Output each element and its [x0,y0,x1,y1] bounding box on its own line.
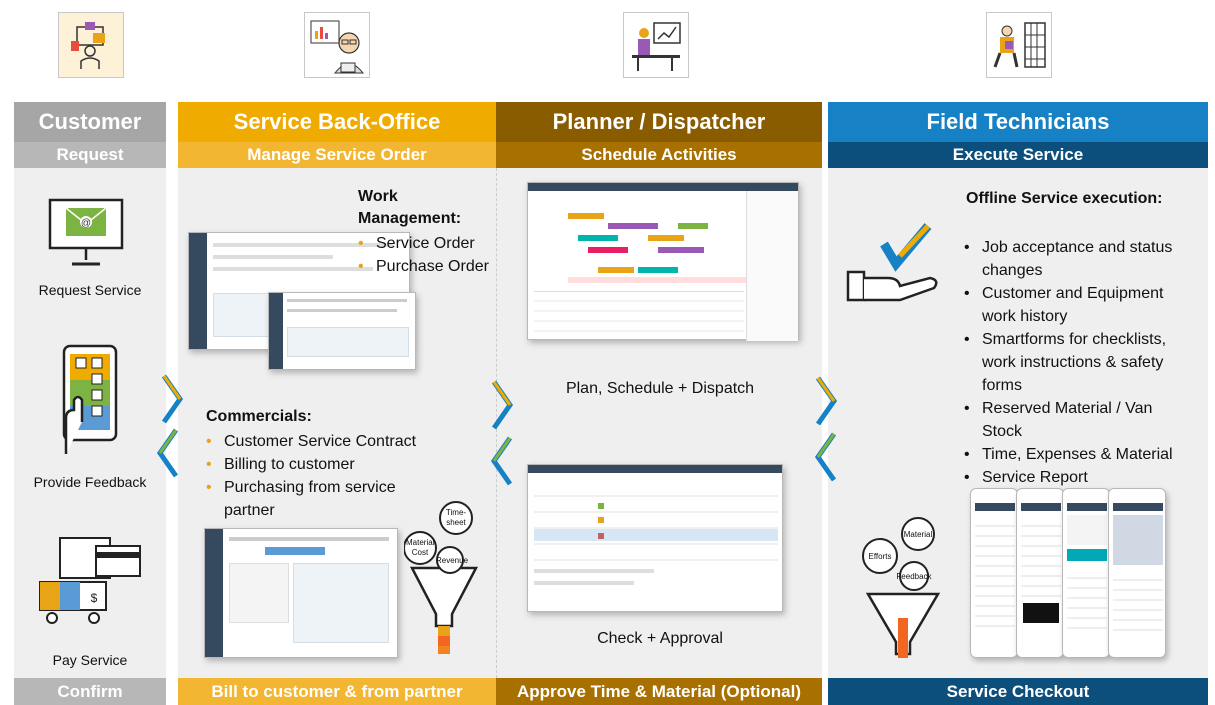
scheduling-board-screenshot [527,182,799,340]
chevron-left-icon [490,436,514,486]
list-item: Purchasing from service [206,476,416,499]
material-label: Material [900,530,936,539]
request-service-label: Request Service [14,282,166,298]
work-management-heading-line2: Management: [358,208,461,230]
backoffice-column: Service Back-Office Manage Service Order… [178,102,496,705]
list-item-continuation: partner [206,499,416,522]
efforts-label: Efforts [864,552,896,561]
field-footer: Service Checkout [828,678,1208,705]
list-item: Smartforms for checklists,work instructi… [964,328,1200,397]
timesheet-label: Time-sheet [442,508,470,528]
billing-screenshot [204,528,398,658]
customer-column: Customer Request @ Request Service Pro [14,102,166,705]
mobile-screen-3 [1062,488,1110,658]
offline-execution-heading: Offline Service execution: [966,190,1163,208]
checklist-phone-icon [52,344,126,464]
customer-footer: Confirm [14,678,166,705]
list-item: Service Order [358,232,489,255]
chevron-right-icon [490,380,514,430]
work-management-heading-line1: Work [358,186,461,208]
backoffice-title: Service Back-Office [178,102,496,142]
chevron-left-icon [156,428,180,478]
material-cost-label: Material Cost [406,538,434,558]
technician-persona-icon [986,12,1052,78]
work-management-list: Service Order Purchase Order [358,232,489,278]
pay-service-label: Pay Service [14,652,166,668]
chevron-left-icon [814,432,838,482]
customer-title: Customer [14,102,166,142]
check-hand-icon [844,222,944,306]
planner-body: Plan, Schedule + Dispatch Check + Approv… [496,168,822,678]
list-item: Customer Service Contract [206,430,416,453]
chevron-right-icon [814,376,838,426]
planner-column: Planner / Dispatcher Schedule Activities… [496,102,822,705]
svg-text:@: @ [81,218,91,229]
mobile-screen-2 [1016,488,1064,658]
planner-subtitle: Schedule Activities [496,142,822,168]
revenue-label: Revenue [436,556,464,566]
purchase-order-screenshot [268,292,416,370]
work-management-heading: Work Management: [358,186,461,230]
field-subtitle: Execute Service [828,142,1208,168]
field-title: Field Technicians [828,102,1208,142]
svg-text:$: $ [91,591,98,605]
customer-subtitle: Request [14,142,166,168]
provide-feedback-label: Provide Feedback [14,474,166,490]
field-column: Field Technicians Execute Service Offlin… [828,102,1208,705]
customer-persona-icon [58,12,124,78]
backoffice-subtitle: Manage Service Order [178,142,496,168]
plan-schedule-caption: Plan, Schedule + Dispatch [497,380,823,398]
mobile-screen-1 [970,488,1018,658]
chevron-right-icon [160,374,184,424]
field-body: Offline Service execution: Job acceptanc… [828,168,1208,678]
list-item: Service Report [964,466,1200,489]
backoffice-body: Work Management: Service Order Purchase … [178,168,496,678]
feedback-label: Feedback [896,572,932,581]
planner-persona-icon [623,12,689,78]
mobile-app-screenshots [970,488,1166,658]
check-approval-caption: Check + Approval [497,630,823,648]
backoffice-persona-icon [304,12,370,78]
planner-title: Planner / Dispatcher [496,102,822,142]
planner-footer: Approve Time & Material (Optional) [496,678,822,705]
customer-body: @ Request Service Provide Feedback [14,168,166,678]
email-monitor-icon: @ [46,198,126,270]
payment-cart-icon: $ [34,534,146,626]
list-item: Billing to customer [206,453,416,476]
commercials-heading: Commercials: [206,408,312,426]
approval-screenshot [527,464,783,612]
list-item: Time, Expenses & Material [964,443,1200,466]
mobile-screen-4 [1108,488,1166,658]
list-item: Purchase Order [358,255,489,278]
backoffice-footer: Bill to customer & from partner [178,678,496,705]
commercials-list: Customer Service Contract Billing to cus… [206,430,416,522]
